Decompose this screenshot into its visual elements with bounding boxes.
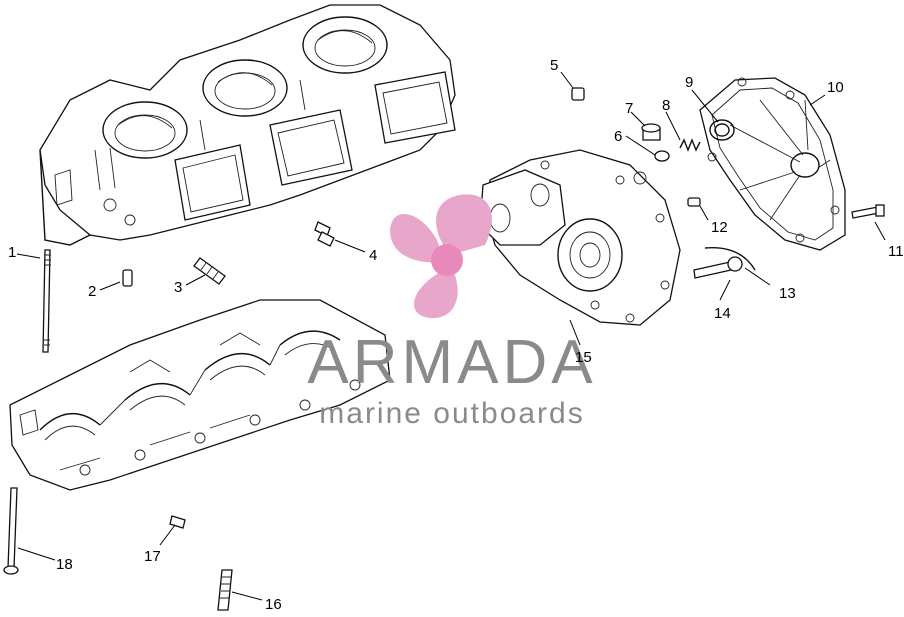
callout-18: 18: [56, 556, 73, 573]
watermark-tagline: marine outboards: [319, 397, 584, 430]
part-18-bolt: [3, 487, 19, 575]
part-5-pin: [571, 87, 585, 101]
part-9-ring: [714, 123, 730, 137]
propeller-blade: [436, 194, 492, 255]
callout-6: 6: [614, 128, 622, 145]
part-11-bolt: [851, 204, 885, 219]
upper-crankcase: [39, 4, 456, 246]
leader-lines: [16, 71, 886, 601]
lower-crankcase: [9, 299, 391, 491]
callout-5: 5: [550, 57, 558, 74]
propeller-blade: [390, 213, 445, 263]
callout-7: 7: [625, 100, 633, 117]
callout-13: 13: [779, 285, 796, 302]
part-16-bolt: [217, 569, 233, 611]
callout-11: 11: [888, 243, 904, 260]
callout-2: 2: [88, 283, 96, 300]
part-4-nipple: [314, 221, 335, 247]
callout-12: 12: [711, 219, 728, 236]
part-3-fitting: [193, 257, 226, 285]
propeller-hub: [431, 244, 463, 276]
armada-watermark: ARMADA marine outboards: [307, 194, 596, 430]
callout-10: 10: [827, 79, 844, 96]
end-cover: [479, 149, 681, 326]
callout-14: 14: [714, 305, 731, 322]
callout-9: 9: [685, 74, 693, 91]
propeller-blade: [413, 268, 458, 319]
callout-17: 17: [144, 548, 161, 565]
callout-8: 8: [662, 97, 670, 114]
part-6-nut: [654, 150, 670, 162]
part-17-fitting: [169, 515, 186, 529]
watermark-brand: ARMADA: [307, 328, 596, 397]
part-14-bolt: [693, 256, 743, 279]
part-12-pin: [687, 197, 701, 207]
callout-16: 16: [265, 596, 282, 613]
callout-15: 15: [575, 349, 592, 366]
callout-4: 4: [369, 247, 377, 264]
propeller-logo: [390, 194, 492, 319]
part-1-stud: [42, 249, 51, 353]
part-8-spring: [679, 138, 701, 152]
callout-3: 3: [174, 279, 182, 296]
part-7-plug: [641, 123, 661, 141]
part-13-clip: [704, 246, 756, 271]
callout-labels: 1 2 3 4 5 6 7 8 9 10 11 12 13 14 15 16 1…: [8, 57, 904, 613]
part-2-dowel: [122, 269, 133, 287]
callout-1: 1: [8, 244, 16, 261]
flywheel-cover: [699, 77, 846, 251]
